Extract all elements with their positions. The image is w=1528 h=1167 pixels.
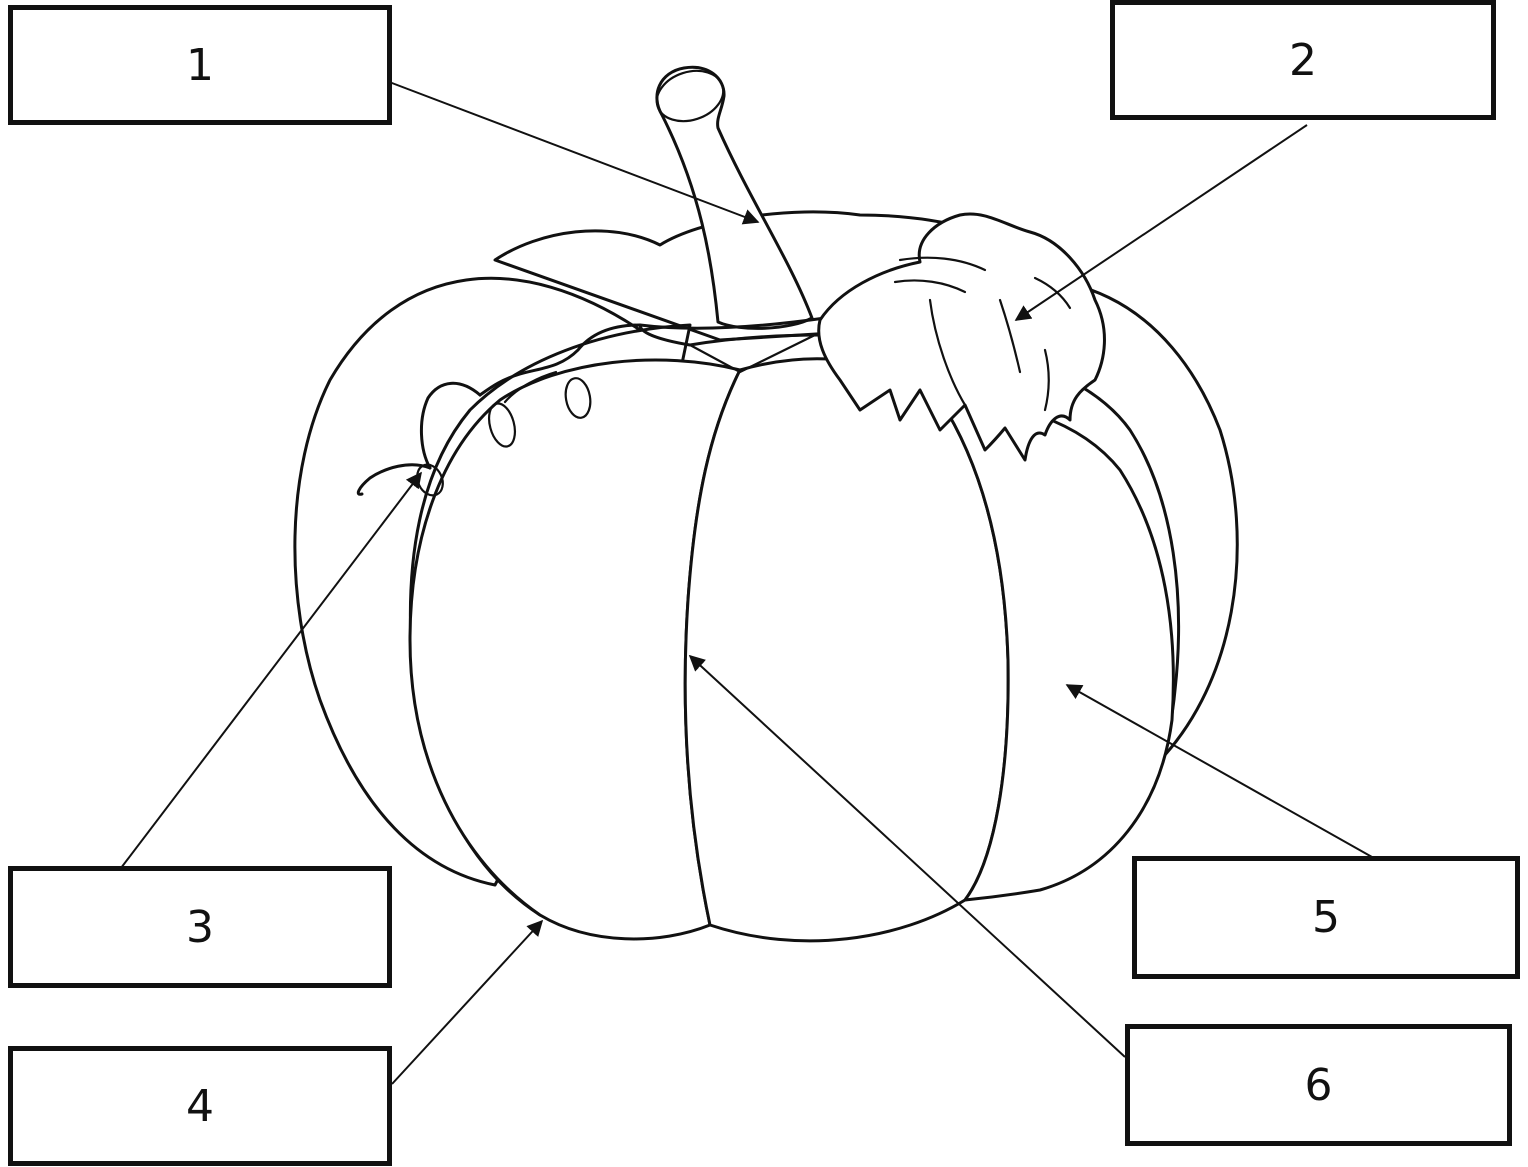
label-box-1[interactable]: 1 (8, 5, 392, 125)
label-box-4[interactable]: 4 (8, 1046, 392, 1166)
label-box-3[interactable]: 3 (8, 866, 392, 988)
label-text-1: 1 (186, 40, 214, 91)
pumpkin-center-right-segment (685, 359, 1008, 941)
label-text-3: 3 (186, 902, 214, 953)
label-box-2[interactable]: 2 (1110, 0, 1496, 120)
label-text-5: 5 (1312, 892, 1340, 943)
leader-2 (1016, 125, 1307, 320)
label-text-6: 6 (1305, 1060, 1333, 1111)
label-text-4: 4 (186, 1081, 214, 1132)
leader-4 (392, 921, 542, 1084)
label-box-6[interactable]: 6 (1125, 1024, 1512, 1146)
label-text-2: 2 (1289, 35, 1317, 86)
label-box-5[interactable]: 5 (1132, 856, 1520, 979)
